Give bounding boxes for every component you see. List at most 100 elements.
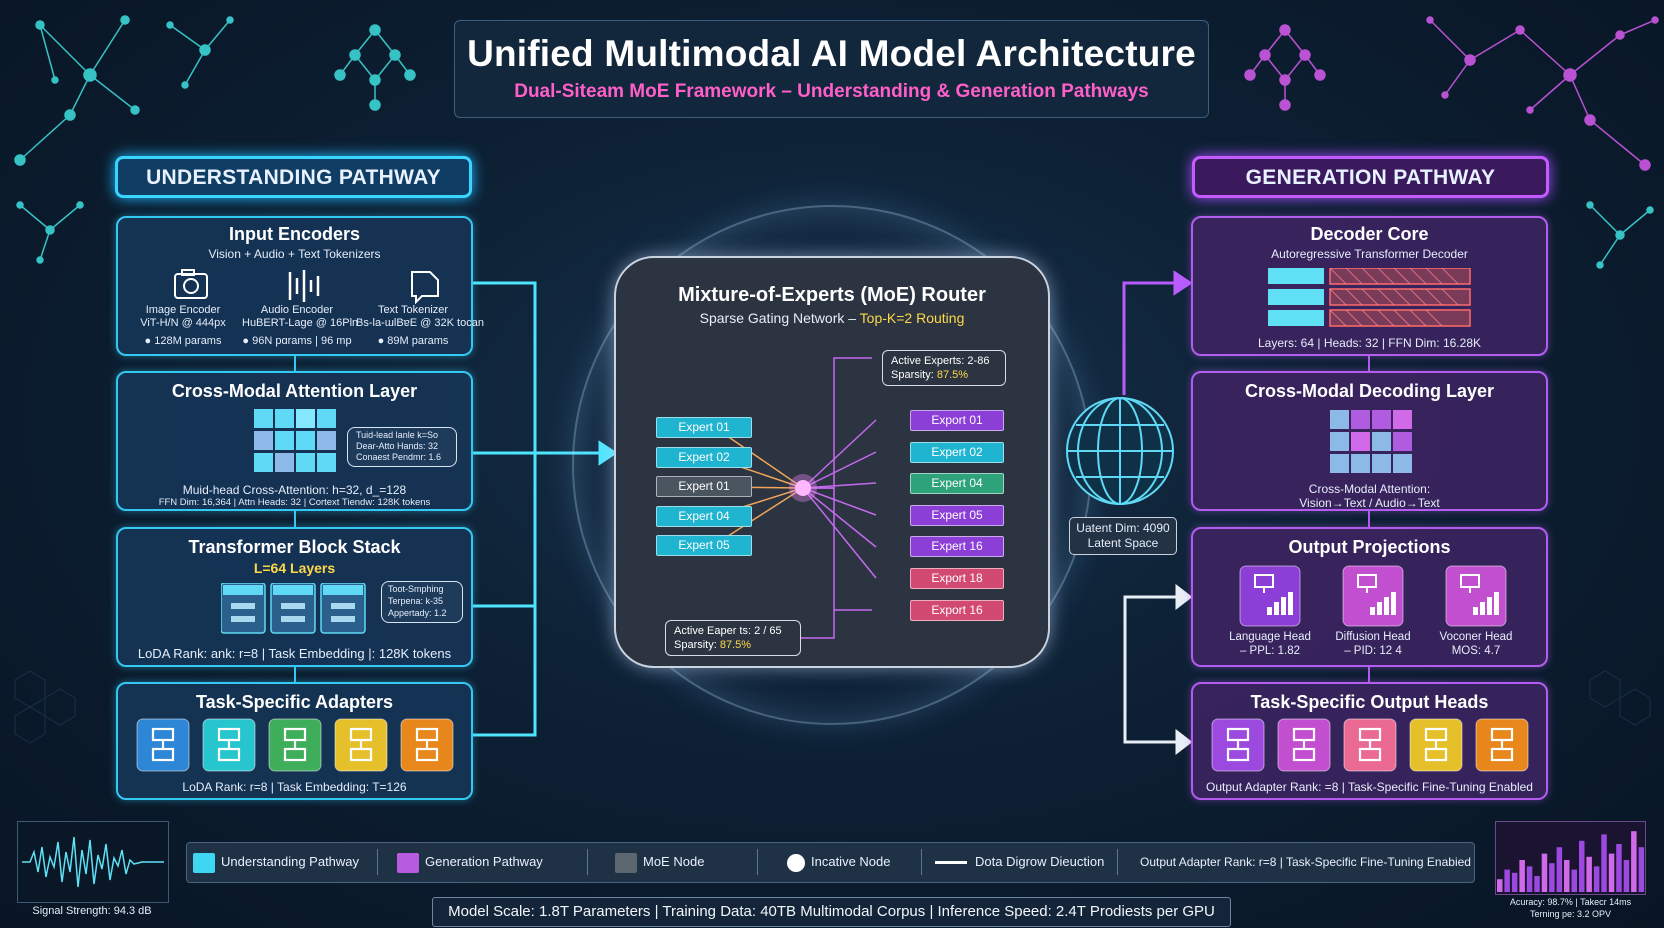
page-subtitle: Dual-Siteam MoE Framework – Understandin… [514, 81, 1149, 102]
legend-line [935, 861, 967, 865]
cross-modal-attention-title: Cross-Modal Attention Layer [171, 381, 418, 401]
router-subtitle: Sparse Gating Network – Top-K=2 Routing [616, 310, 1048, 326]
output-head-3[interactable] [1343, 718, 1397, 777]
input-expert-node[interactable]: Expert 01 [656, 476, 752, 497]
cross-modal-decoding-panel[interactable]: Cross-Modal Decoding Layer Cross-Modal A… [1191, 371, 1548, 511]
cross-attention-dims: FFN Dim: 16,364 | Attn Heads: 32 | Corte… [158, 497, 431, 508]
input-encoders-panel[interactable]: Input Encoders Vision + Audio + Text Tok… [116, 216, 484, 356]
legend-divider [921, 849, 922, 875]
projection-head-2[interactable] [1342, 565, 1404, 632]
legend-swatch [193, 852, 215, 873]
output-expert-node[interactable]: Export 16 [910, 599, 1004, 621]
task-adapter-4[interactable] [334, 718, 388, 777]
understanding-pathway-header: UNDERSTANDING PATHWAY [115, 156, 472, 198]
accuracy-bar [1556, 847, 1563, 892]
input-expert-node[interactable]: Expert 01 [656, 417, 752, 438]
output-head-1[interactable] [1211, 718, 1265, 777]
bar-chart-icon [1342, 565, 1404, 627]
projection-head-name: Language Head [1229, 631, 1311, 643]
decoding-attention-mapping: Vision→Text / Audio→Text [1299, 496, 1440, 510]
sampling-note-line1: Toot-Smphing [388, 584, 444, 594]
output-expert-node[interactable]: Expert 02 [910, 441, 1004, 463]
adapter-document-icon [268, 718, 322, 772]
attention-note-line1: Tuid-lead lanle k=So [356, 430, 438, 440]
legend-inactive-node: Incative Node [787, 843, 891, 881]
accuracy-bar [1497, 879, 1503, 892]
camera-icon [174, 269, 208, 299]
page-title: Unified Multimodal AI Model Architecture [467, 33, 1196, 74]
output-head-4[interactable] [1409, 718, 1463, 777]
task-adapter-5[interactable] [400, 718, 454, 777]
transformer-stack-panel[interactable]: Transformer Block Stack L=64 Layers Toot… [116, 527, 473, 667]
legend-swatch [397, 852, 419, 873]
output-expert-node[interactable]: Expert 04 [910, 473, 1004, 495]
output-head-5[interactable] [1475, 718, 1529, 777]
decoder-blocks-icon [1268, 268, 1471, 327]
accuracy-bar [1564, 860, 1570, 892]
decoder-core-panel[interactable]: Decoder Core Autoregressive Transformer … [1191, 216, 1548, 356]
projection-head-1[interactable] [1239, 565, 1301, 632]
latent-dim-label: Uatent Dim: 4090 Latent Space [1069, 517, 1177, 555]
output-head-2[interactable] [1277, 718, 1331, 777]
adapter-document-icon [1211, 718, 1265, 772]
audio-encoder-spec: HuBERT-Lage @ 16Pln [242, 317, 359, 329]
legend-divider [757, 849, 758, 875]
output-expert-node[interactable]: Expert 16 [910, 536, 1004, 558]
input-encoders-title: Input Encoders [228, 224, 360, 244]
waveform-icon [22, 836, 164, 888]
output-expert-node[interactable]: Export 01 [910, 410, 1004, 431]
image-encoder-params-value: 128M params [154, 335, 222, 347]
sampling-note-line2: Terpena: k-35 [388, 596, 444, 606]
decoding-attention-label: Cross-Modal Attention: [1308, 482, 1431, 496]
legend-moe-node: MoE Node [615, 843, 704, 881]
legend-moe-node-label: MoE Node [643, 854, 705, 869]
cross-modal-attention-panel[interactable]: Cross-Modal Attention Layer Tuid-lead la… [116, 371, 473, 511]
task-adapter-3[interactable] [268, 718, 322, 777]
callout-top-line1: Active Experts: 2-86 [891, 355, 990, 367]
decoder-core-title: Decoder Core [1310, 224, 1429, 244]
projection-head-metric: – PPL: 1.82 [1239, 645, 1301, 657]
task-output-heads-panel[interactable]: Task-Specific Output Heads Output Adapte… [1191, 682, 1548, 800]
output-head-icons-row [1209, 718, 1534, 774]
attention-params-note: Tuid-lead lanle k=So Dear-Atto Hands: 32… [347, 427, 457, 467]
adapter-document-icon [1475, 718, 1529, 772]
waveform-icon [288, 270, 320, 302]
accuracy-bar [1631, 831, 1637, 892]
router-subtitle-prefix: Sparse Gating Network – [699, 310, 860, 326]
callout-top-sparsity-value: 87.5% [936, 369, 969, 381]
input-expert-node[interactable]: Expert 04 [656, 505, 752, 527]
projection-head-name: Voconer Head [1439, 631, 1513, 643]
legend-understanding: Understanding Pathway [193, 843, 359, 881]
legend-understanding-label: Understanding Pathway [221, 854, 360, 869]
projection-head-metric: – PID: 12 4 [1344, 645, 1402, 657]
callout-bottom-line2: Sparsity: 87.5% [674, 638, 792, 652]
adapter-document-icon [1409, 718, 1463, 772]
accuracy-bar [1571, 869, 1577, 892]
decoder-core-subtitle: Autoregressive Transformer Decoder [1271, 247, 1468, 261]
output-expert-node[interactable]: Expert 05 [910, 504, 1004, 526]
attention-note-line2: Dear-Atto Hands: 32 [356, 441, 439, 451]
task-adapter-1[interactable] [136, 718, 190, 777]
projection-head-3[interactable] [1445, 565, 1507, 632]
input-encoders-subtitle: Vision + Audio + Text Tokenizers [208, 247, 381, 261]
projection-head-metric: MOS: 4.7 [1451, 645, 1501, 657]
attention-note-line3: Conaest Pendmr: 1.6 [356, 452, 442, 462]
output-projections-panel[interactable]: Output Projections Language Head– PPL: 1… [1191, 527, 1548, 667]
input-expert-node[interactable]: Expert 02 [656, 446, 752, 468]
accuracy-bar [1534, 876, 1540, 892]
accuracy-label-line1: Acuracy: 98.7% | Takecr 14ms [1509, 897, 1632, 907]
input-expert-node[interactable]: Expert 05 [656, 535, 752, 556]
task-adapters-panel[interactable]: Task-Specific Adapters LoDA Rank: r=8 | … [116, 682, 473, 800]
task-adapter-2[interactable] [202, 718, 256, 777]
moe-router-panel[interactable]: Mixture-of-Experts (MoE) Router Sparse G… [614, 256, 1050, 668]
output-expert-node[interactable]: Export 18 [910, 568, 1004, 589]
image-encoder-name: Image Encoder [145, 304, 221, 316]
document-icon [411, 271, 439, 305]
adapter-document-icon [202, 718, 256, 772]
accuracy-bar [1623, 860, 1630, 892]
signal-strength-widget [17, 821, 169, 903]
signal-strength-label: Signal Strength: 94.3 dB [32, 905, 152, 917]
text-tokenizer-params: ● 89M params [377, 335, 449, 347]
